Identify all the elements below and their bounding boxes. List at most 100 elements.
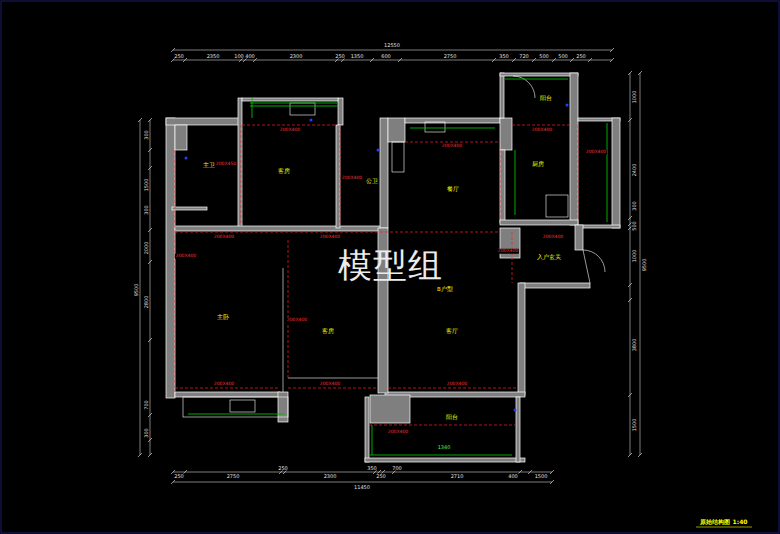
watermark: 模型组 xyxy=(337,248,444,282)
beam-size: 200X400 xyxy=(319,382,341,387)
dimension-tick xyxy=(628,393,632,397)
dimension: 3800 xyxy=(632,338,637,353)
dimension: 2710 xyxy=(450,474,465,479)
dimension: 1500 xyxy=(534,474,549,479)
dimension-tick xyxy=(512,58,516,62)
dimension-tick xyxy=(171,480,175,484)
dimension: 300 xyxy=(632,200,637,212)
dimension: 500 xyxy=(557,54,569,59)
dimension-tick xyxy=(628,283,632,287)
overall-dimension: 9500 xyxy=(642,258,647,273)
dimension: 2400 xyxy=(632,163,637,178)
dimension-tick xyxy=(610,58,614,62)
beam-size: 200X400 xyxy=(175,254,197,259)
dimension: 250 xyxy=(375,474,387,479)
beam-size: 200X400 xyxy=(286,318,308,323)
dimension-tick xyxy=(392,470,396,474)
dimension-tick xyxy=(550,480,554,484)
dimension: 2750 xyxy=(443,54,458,59)
dimension-tick xyxy=(610,48,614,52)
dimension: 1000 xyxy=(632,90,637,105)
dimension-tick xyxy=(253,58,257,62)
beam-size: 200X400 xyxy=(341,176,363,181)
dimension: 1340 xyxy=(437,445,452,450)
beam-size: 200X450 xyxy=(215,162,237,167)
dimension-tick xyxy=(148,118,152,122)
dimension: 1500 xyxy=(632,418,637,433)
unit-type: B户型 xyxy=(436,287,454,293)
dimension-tick xyxy=(138,453,142,457)
dimension: 600 xyxy=(380,54,392,59)
dimension-tick xyxy=(492,58,496,62)
room-name: 厨房 xyxy=(531,162,545,168)
dimension: 250 xyxy=(334,54,346,59)
dimension-tick xyxy=(148,413,152,417)
room-name: 客房 xyxy=(277,169,291,175)
room-name: 阳台 xyxy=(445,415,459,421)
dimension: 250 xyxy=(575,54,587,59)
dimension: 700 xyxy=(144,399,149,411)
partitions xyxy=(183,76,605,417)
windows xyxy=(188,79,607,455)
dimension: 700 xyxy=(391,466,403,471)
overall-dimension: 11450 xyxy=(353,485,371,490)
dimension-tick xyxy=(552,58,556,62)
dimension: 2750 xyxy=(226,474,241,479)
dimension-tick xyxy=(628,453,632,457)
dimension-tick xyxy=(532,58,536,62)
beam-size: 200X400 xyxy=(387,430,409,435)
overall-dimension: 12550 xyxy=(383,43,401,48)
overall-dimension: 9500 xyxy=(134,283,139,298)
beam-size: 200X400 xyxy=(441,144,463,149)
dimension-tick xyxy=(341,58,345,62)
pipe-marks xyxy=(185,104,569,412)
dimension: 350 xyxy=(366,466,378,471)
dimension-tick xyxy=(588,58,592,62)
dimension: 250 xyxy=(173,474,185,479)
room-name: 餐厅 xyxy=(446,187,460,193)
dimension: 300 xyxy=(144,129,149,141)
dimension-tick xyxy=(550,470,554,474)
dimension-tick xyxy=(638,453,642,457)
dimension-tick xyxy=(628,71,632,75)
dimension-tick xyxy=(335,58,339,62)
dimension: 300 xyxy=(144,204,149,216)
dimension: 720 xyxy=(518,54,530,59)
dimension: 250 xyxy=(173,54,185,59)
dimension: 2000 xyxy=(144,241,149,256)
dimension: 300 xyxy=(144,427,149,439)
dimension-ticks xyxy=(138,48,642,484)
dimension-tick xyxy=(570,58,574,62)
dimension: 1500 xyxy=(144,178,149,193)
beam-size: 200X400 xyxy=(542,235,564,240)
dimension: 1000 xyxy=(632,249,637,264)
dimension-tick xyxy=(138,118,142,122)
beam-lines xyxy=(175,125,578,425)
room-name: 客房 xyxy=(321,329,335,335)
dimension: 250 xyxy=(277,466,289,471)
drawing-title: 原始结构图 1:40 xyxy=(699,519,748,525)
dimension: 2800 xyxy=(144,295,149,310)
room-name: 客厅 xyxy=(445,329,459,335)
dimension: 100 xyxy=(233,54,245,59)
dimension-tick xyxy=(148,228,152,232)
beam-size: 200X400 xyxy=(213,382,235,387)
walls xyxy=(166,73,620,462)
dimension-tick xyxy=(398,58,402,62)
room-name: 入户玄关 xyxy=(536,255,562,261)
dimension: 350 xyxy=(498,54,510,59)
dimension: 1350 xyxy=(350,54,365,59)
dimension-tick xyxy=(528,470,532,474)
dimension-tick xyxy=(638,71,642,75)
room-name: 阳台 xyxy=(539,96,553,102)
dimension-tick xyxy=(148,438,152,442)
dimension-tick xyxy=(148,166,152,170)
dimension-tick xyxy=(628,298,632,302)
dimension-tick xyxy=(148,453,152,457)
beam-size: 200X400 xyxy=(213,235,235,240)
dimension-tick xyxy=(370,58,374,62)
dimension-tick xyxy=(243,58,247,62)
dimension-tick xyxy=(183,58,187,62)
